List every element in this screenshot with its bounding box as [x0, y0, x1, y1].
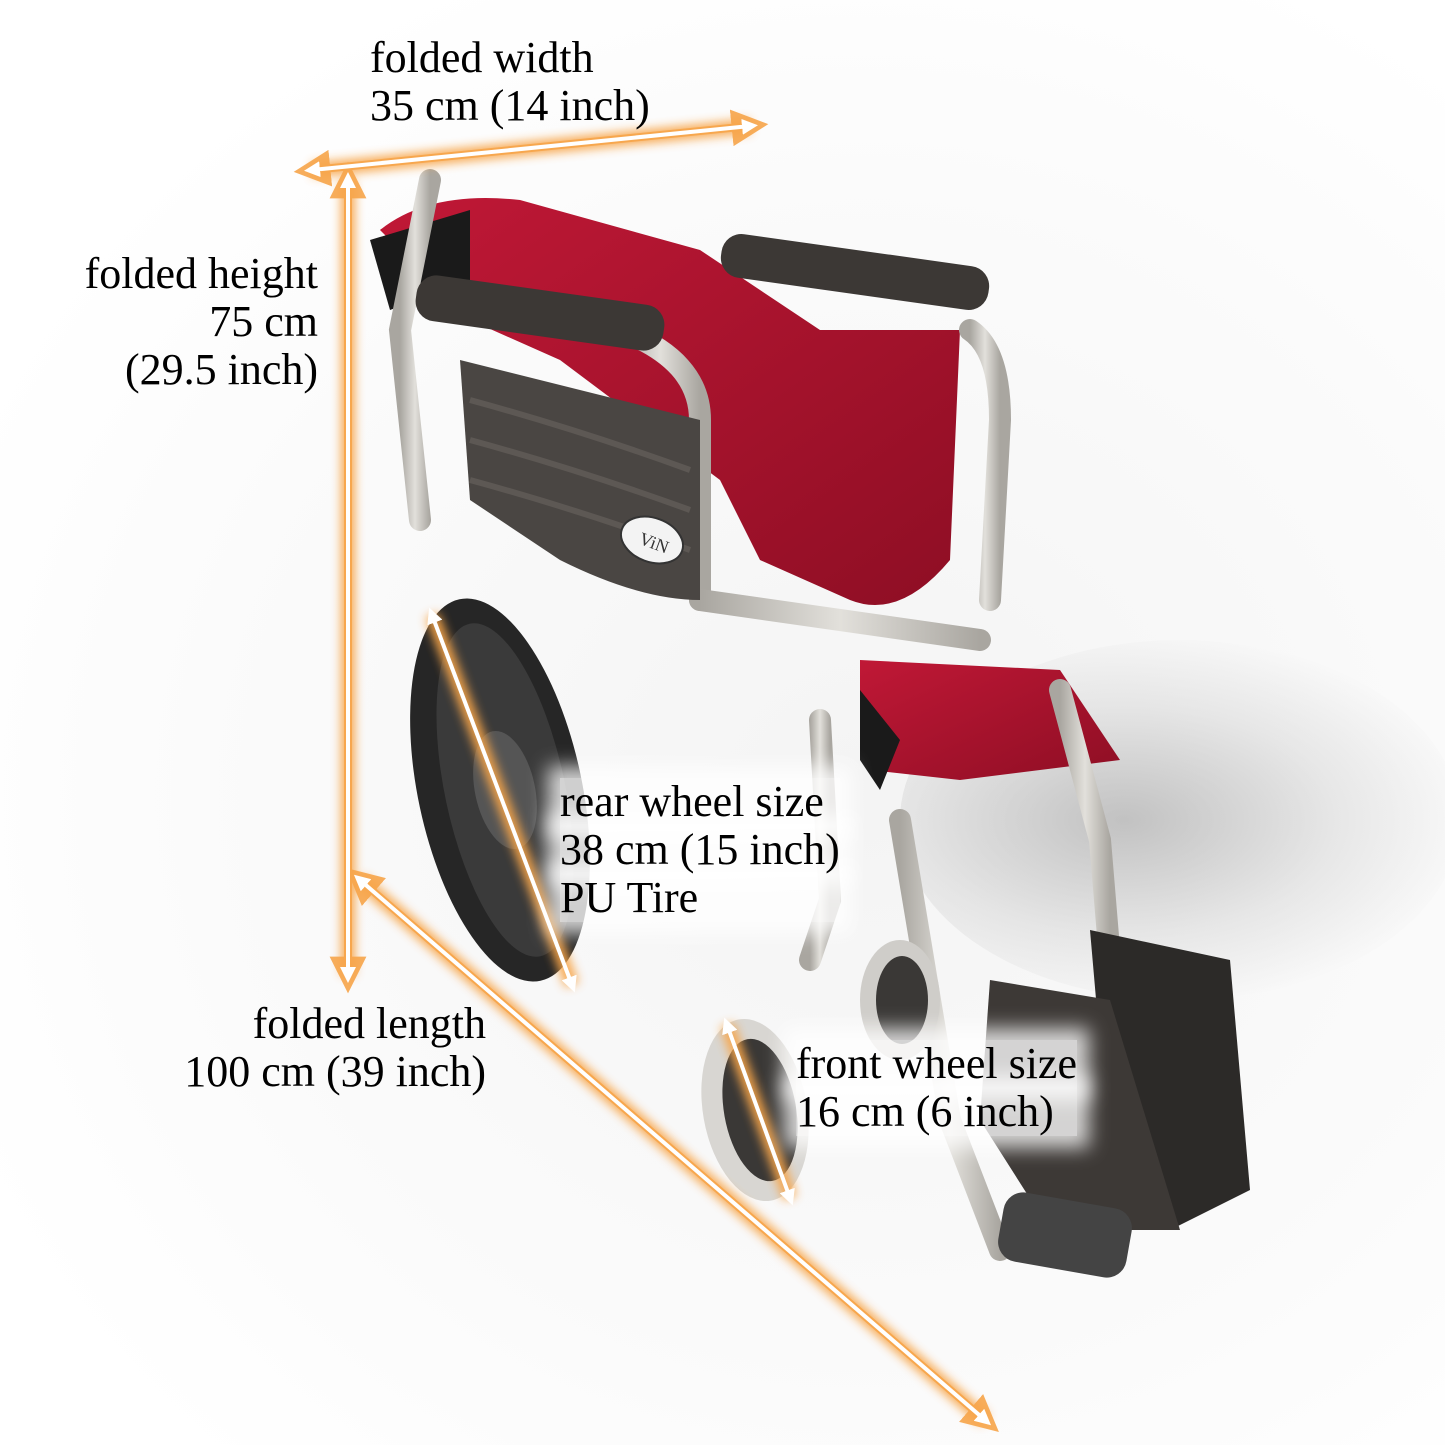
folded-length-value: 100 cm (39 inch) — [184, 1047, 486, 1096]
rear-wheel-title: rear wheel size — [560, 778, 840, 826]
rear-wheel-note: PU Tire — [560, 874, 840, 922]
folded-height-inch: (29.5 inch) — [124, 345, 318, 394]
folded-height-cm: 75 cm — [209, 297, 318, 346]
side-panel — [460, 360, 700, 600]
folded-length-label: folded length 100 cm (39 inch) — [120, 1000, 486, 1096]
folded-width-arrow — [304, 118, 758, 178]
armrests — [415, 234, 990, 351]
front-wheel-value: 16 cm (6 inch) — [796, 1088, 1077, 1136]
folded-height-label: folded height 75 cm (29.5 inch) — [30, 250, 318, 394]
folded-width-label: folded width 35 cm (14 inch) — [370, 34, 650, 130]
folded-height-title: folded height — [84, 249, 318, 298]
front-wheel-arrow — [722, 1017, 795, 1206]
dimension-arrows — [304, 118, 992, 1426]
front-wheel-title: front wheel size — [796, 1039, 1077, 1088]
rear-wheel-value: 38 cm (15 inch) — [560, 825, 840, 874]
rear-wheel-arrow — [427, 607, 577, 993]
front-wheel-label: front wheel size 16 cm (6 inch) — [796, 1040, 1077, 1136]
folded-length-title: folded length — [252, 999, 486, 1048]
folded-width-title: folded width — [370, 33, 594, 82]
folded-width-value: 35 cm (14 inch) — [370, 81, 650, 130]
rear-wheel-label: rear wheel size 38 cm (15 inch) PU Tire — [560, 778, 840, 922]
